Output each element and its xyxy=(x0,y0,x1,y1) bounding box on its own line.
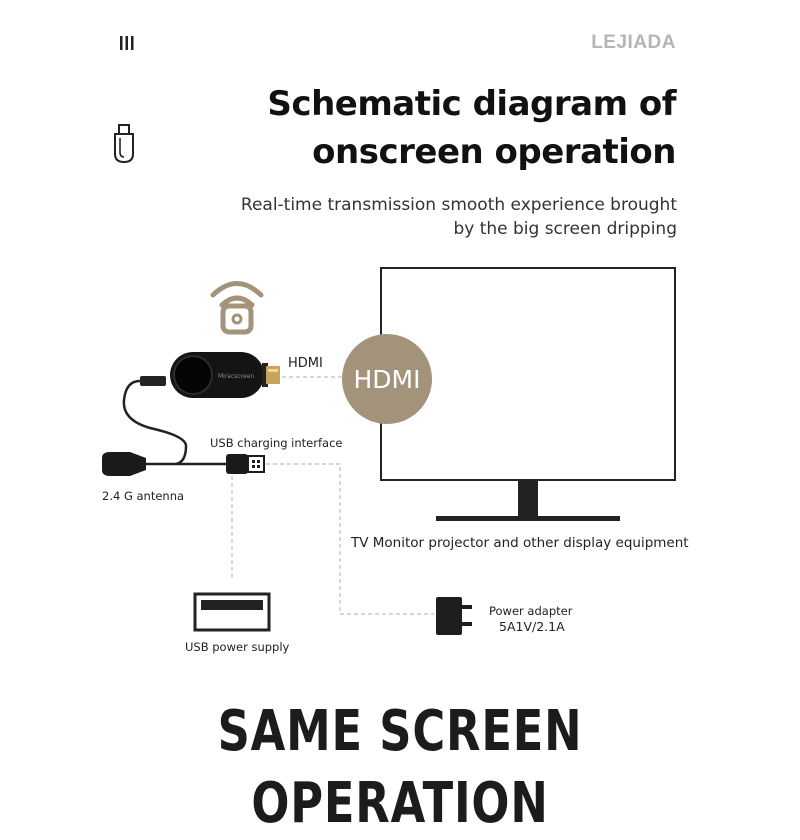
usb-interface-label: USB charging interface xyxy=(210,436,343,450)
page-title: Schematic diagram of onscreen operation xyxy=(180,80,676,176)
dongle-outline-icon xyxy=(114,124,134,164)
subtitle-line-1: Real-time transmission smooth experience… xyxy=(240,195,677,215)
guide-lines xyxy=(231,376,434,615)
usb-power-port-icon xyxy=(193,592,271,632)
menu-bars-icon xyxy=(120,36,134,50)
usb-plug-icon xyxy=(226,454,265,474)
power-adapter-icon xyxy=(436,597,472,635)
antenna-plug-icon xyxy=(102,452,146,476)
title-line-2: onscreen operation xyxy=(312,132,676,172)
micro-usb-plug xyxy=(140,376,166,386)
headline: SAME SCREEN OPERATION xyxy=(217,699,583,836)
title-line-1: Schematic diagram of xyxy=(267,84,676,124)
antenna-label: 2.4 G antenna xyxy=(102,489,185,503)
antenna-cable xyxy=(122,379,228,466)
connection-diagram: Miracscreen xyxy=(102,267,676,635)
tv-label: TV Monitor projector and other display e… xyxy=(351,535,689,551)
wifi-signal-icon xyxy=(210,281,264,308)
hdmi-badge: HDMI xyxy=(342,334,432,424)
hdmi-label: HDMI xyxy=(288,356,323,371)
power-adapter-spec: 5A1V/2.1A xyxy=(499,619,565,634)
subtitle-line-2: by the big screen dripping xyxy=(453,219,677,239)
brand-logo: LEJIADA xyxy=(591,32,676,53)
usb-power-label: USB power supply xyxy=(185,640,290,654)
dongle-brand-text: Miracscreen xyxy=(218,373,254,380)
hdmi-dongle-icon: Miracscreen xyxy=(170,352,280,398)
power-adapter-label: Power adapter xyxy=(489,604,573,618)
wifi-device-icon xyxy=(220,303,254,335)
page-subtitle: Real-time transmission smooth experience… xyxy=(170,193,677,241)
